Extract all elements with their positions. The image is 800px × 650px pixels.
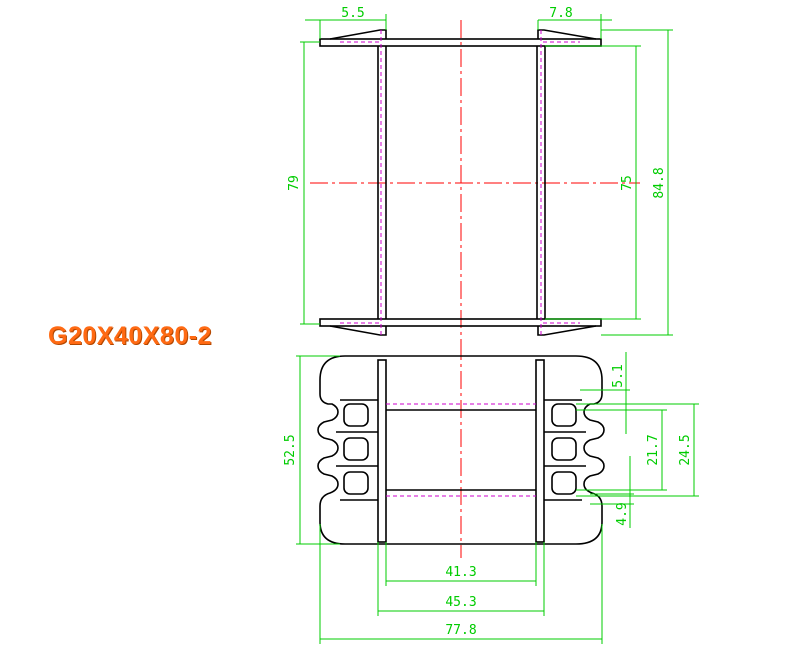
dim-label-inner-height: 75 [620,175,635,191]
top-left-pin [329,29,387,40]
top-view: 5.5 7.8 79 75 84.8 [287,6,673,345]
dim-slot-bottom: 4.9 [590,456,634,528]
dim-width-middle: 45.3 [377,542,545,616]
dim-top-right: 7.8 [537,6,612,39]
dim-label-left-height: 79 [287,175,302,191]
dim-label-slot-inner: 21.7 [646,434,661,465]
dim-label-slot-bottom: 4.9 [615,502,630,525]
dim-label-top-right: 7.8 [549,6,572,21]
dim-label-width-inner: 41.3 [445,565,476,580]
base-outline [317,355,605,545]
dim-slot-outer: 24.5 [576,403,699,497]
left-slots [336,399,378,501]
top-right-pin [537,29,597,40]
dim-width-inner: 41.3 [385,542,537,586]
dim-label-top-left: 5.5 [341,6,364,21]
dim-slot-top: 5.1 [580,352,630,434]
dim-inner-height: 75 [545,45,641,320]
right-rib [535,359,545,543]
dim-label-slot-top: 5.1 [611,364,626,387]
right-slots [544,399,586,501]
bottom-view: 52.5 5.1 21.7 24.5 4.9 [283,342,699,644]
dim-top-left: 5.5 [305,6,387,39]
dim-label-base-height: 52.5 [283,434,298,465]
dim-label-slot-outer: 24.5 [678,434,693,465]
part-title: G20X40X80-2 [48,322,212,350]
dim-outer-height: 84.8 [601,29,673,336]
bottom-left-pin [329,325,387,336]
dim-base-height: 52.5 [283,355,340,545]
dim-left-height: 79 [287,41,320,325]
dim-label-outer-height: 84.8 [652,167,667,198]
left-rib [377,359,387,543]
dim-width-outer: 77.8 [319,524,603,644]
bottom-right-pin [537,325,597,336]
dim-label-width-outer: 77.8 [445,623,476,638]
bottom-flange [319,318,602,327]
dim-label-width-middle: 45.3 [445,595,476,610]
dim-slot-inner: 21.7 [576,409,667,491]
